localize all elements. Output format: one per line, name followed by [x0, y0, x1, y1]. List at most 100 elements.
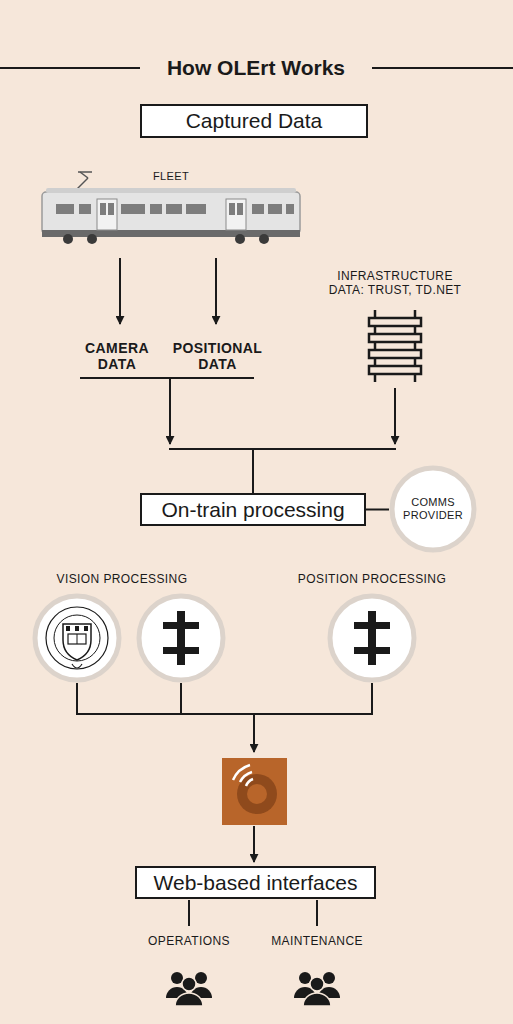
flow-arrow	[252, 449, 254, 493]
user-group-label: MAINTENANCE	[257, 934, 377, 948]
oxford-logo	[54, 615, 100, 661]
train-illustration	[108, 203, 114, 215]
olert-icon	[222, 758, 287, 825]
flow-arrow	[76, 683, 373, 926]
user-group-label: OPERATIONS	[134, 934, 244, 948]
network-rail-logo	[163, 622, 199, 629]
flow-arrow	[180, 683, 182, 714]
node-text: COMMS PROVIDER	[402, 496, 464, 522]
node-text: Web-based interfaces	[154, 871, 358, 895]
node-text: On-train processing	[161, 498, 344, 522]
train-illustration	[268, 204, 282, 214]
track-icon	[369, 310, 421, 382]
oxford-logo	[63, 624, 91, 660]
olert-icon	[247, 784, 267, 804]
oxford-logo	[84, 626, 88, 631]
people-icon	[195, 972, 207, 984]
network-rail-logo	[368, 611, 376, 665]
track-icon	[369, 350, 421, 358]
train-illustration	[46, 188, 296, 193]
people-icon	[310, 977, 324, 991]
section-heading-box: Captured Data	[140, 104, 368, 138]
track-icon	[369, 334, 421, 342]
people-icon	[303, 993, 331, 1006]
oxford-logo	[35, 596, 119, 680]
network-rail-logo	[139, 596, 223, 680]
train-illustration	[56, 204, 294, 214]
circle-outline	[392, 468, 474, 550]
train-illustration	[150, 204, 162, 214]
train-illustration	[87, 234, 97, 244]
flow-arrow	[188, 900, 190, 926]
flow-arrow	[371, 683, 373, 714]
train-illustration	[166, 204, 182, 214]
title-rule	[372, 67, 513, 69]
train-illustration	[78, 171, 92, 173]
people-icon	[182, 977, 196, 991]
train-illustration	[56, 204, 74, 214]
data-source-label: INFRASTRUCTURE DATA: TRUST, TD.NET	[322, 269, 468, 297]
connector-line	[366, 509, 389, 511]
train-illustration	[100, 203, 243, 215]
train-illustration	[286, 204, 294, 214]
oxford-logo	[77, 634, 78, 644]
olert-icon	[237, 774, 277, 814]
flow-arrow	[76, 713, 373, 715]
olert-icon	[222, 758, 287, 825]
train-illustration	[237, 203, 243, 215]
node-text: Captured Data	[186, 109, 323, 133]
train-illustration	[121, 204, 145, 214]
train-illustration	[259, 234, 269, 244]
network-rail-logo	[163, 647, 199, 654]
flow-arrow	[169, 378, 171, 444]
train-illustration	[80, 172, 88, 178]
title-rule	[0, 67, 140, 69]
process-box: Web-based interfaces	[135, 866, 376, 899]
olert-icon	[233, 765, 250, 780]
diagram-title: How OLErt Works	[140, 55, 372, 81]
people-icon	[299, 972, 311, 984]
people-icon	[175, 993, 203, 1006]
oxford-logo	[66, 626, 70, 631]
network-rail-logo	[330, 596, 414, 680]
track-icon	[369, 318, 421, 326]
data-label: POSITIONAL DATA	[160, 340, 275, 372]
flow-arrow	[169, 448, 396, 450]
flow-arrow	[253, 714, 255, 752]
train-illustration	[79, 204, 91, 214]
train-illustration	[42, 172, 300, 244]
network-rail-logo	[354, 622, 390, 629]
train-illustration	[186, 204, 206, 214]
stage-label: VISION PROCESSING	[22, 572, 222, 586]
data-label: CAMERA DATA	[74, 340, 160, 372]
flow-arrow	[119, 258, 121, 324]
people-icon	[166, 972, 212, 1006]
process-box: On-train processing	[140, 493, 366, 526]
flow-arrow	[215, 258, 217, 324]
oxford-logo	[68, 634, 86, 644]
flow-arrow	[394, 388, 396, 444]
network-rail-logo	[354, 647, 390, 654]
oxford-logo	[46, 607, 108, 669]
stage-label: POSITION PROCESSING	[284, 572, 460, 586]
train-illustration	[100, 203, 106, 215]
train-illustration	[226, 199, 246, 230]
people-icon	[294, 972, 340, 1006]
train-illustration	[42, 192, 300, 234]
flow-arrow	[316, 900, 318, 926]
train-illustration	[229, 203, 235, 215]
olert-icon	[246, 779, 253, 786]
train-illustration	[63, 234, 269, 244]
fleet-label: FLEET	[136, 170, 206, 183]
people-icon	[323, 972, 335, 984]
train-illustration	[63, 234, 73, 244]
train-illustration	[97, 199, 246, 230]
track-icon	[369, 366, 421, 374]
people-icon	[171, 972, 183, 984]
network-rail-logo	[330, 596, 414, 680]
network-rail-logo	[139, 596, 223, 680]
train-illustration	[235, 234, 245, 244]
provider-circle: COMMS PROVIDER	[389, 465, 477, 553]
